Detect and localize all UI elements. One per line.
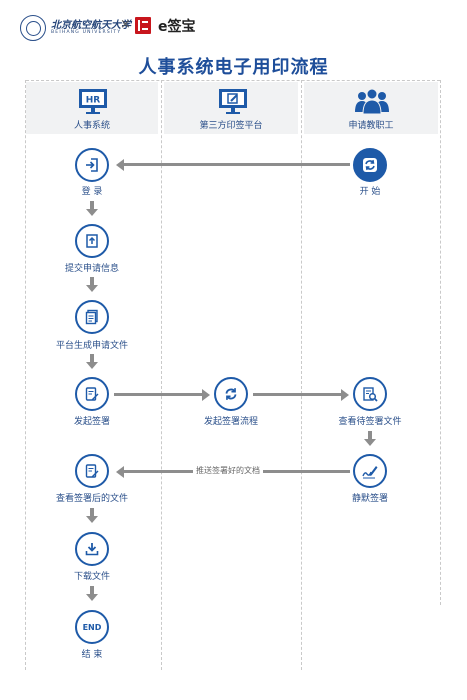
arrow-review-silent-shaft [368,431,372,440]
page-title: 人事系统电子用印流程 [138,57,329,78]
review-node [353,377,387,411]
arrow-initiate-process-shaft [114,393,202,396]
staff-group-icon [353,88,391,119]
arrow-login-submit-head [86,209,98,216]
lane-divider-left [25,80,26,670]
download-label: 下载文件 [73,572,110,582]
silent-sign-node [353,454,387,488]
end-node: END [75,610,109,644]
svg-text:HR: HR [86,96,101,106]
hr-monitor-icon: HR [78,88,108,119]
lane-label-platform: 第三方印签平台 [199,121,263,131]
download-node [75,532,109,566]
lane-label-hr: 人事系统 [73,121,110,131]
separator: × [120,17,131,32]
review-label: 查看待签署文件 [338,417,402,427]
initiate-node [75,377,109,411]
arrow-submit-generate-shaft [90,277,94,286]
generate-node [75,300,109,334]
initiate-label: 发起签署 [73,417,110,427]
signature-icon [362,466,378,479]
start-node [353,148,387,182]
arrow-start-login-head [116,158,124,171]
lane-divider-right [440,80,441,605]
arrow-download-end-head [86,594,98,601]
lane-label-staff: 申请教职工 [348,121,394,131]
arrow-process-review-shaft [253,393,341,396]
login-icon [86,158,98,172]
arrow-return-label: 推送签署好的文档 [193,465,263,476]
end-icon-text: END [82,622,102,632]
search-document-icon [363,387,378,402]
end-label: 结 束 [81,650,103,660]
arrow-start-login-shaft [124,163,350,166]
start-label: 开 始 [359,187,381,197]
login-label: 登 录 [81,187,103,197]
document-icon [85,309,98,325]
submit-label: 提交申请信息 [64,264,119,274]
lane-divider-1 [161,80,162,670]
arrow-view-download-shaft [90,508,94,517]
edit-document-icon [85,464,99,478]
university-name-cn: 北京航空航天大学 [51,20,131,31]
arrow-login-submit-shaft [90,201,94,210]
download-icon [85,543,99,556]
upload-icon [86,234,98,248]
arrow-submit-generate-head [86,285,98,292]
arrow-process-review-head [341,388,349,401]
edit-document-icon [85,387,99,401]
partner-name: e签宝 [158,19,196,35]
esign-logo-icon [135,17,151,34]
sync-icon [363,158,377,172]
arrow-generate-initiate-shaft [90,354,94,363]
arrow-generate-initiate-head [86,362,98,369]
sync-icon [225,388,237,400]
arrow-download-end-shaft [90,586,94,595]
view-signed-node [75,454,109,488]
silent-sign-label: 静默签署 [351,494,388,504]
grid-top-line [26,80,440,81]
view-signed-label: 查看签署后的文件 [55,494,128,504]
arrow-view-download-head [86,516,98,523]
lane-divider-2 [301,80,302,670]
arrow-review-silent-head [364,439,376,446]
university-name-en: BEIHANG UNIVERSITY [51,30,122,35]
sign-monitor-icon [218,88,248,119]
process-label: 发起签署流程 [203,417,258,427]
submit-node [75,224,109,258]
arrow-initiate-process-head [202,388,210,401]
process-node [214,377,248,411]
login-node [75,148,109,182]
university-seal-logo [20,15,46,41]
generate-label: 平台生成申请文件 [55,341,128,351]
arrow-silent-view-head [116,465,124,478]
